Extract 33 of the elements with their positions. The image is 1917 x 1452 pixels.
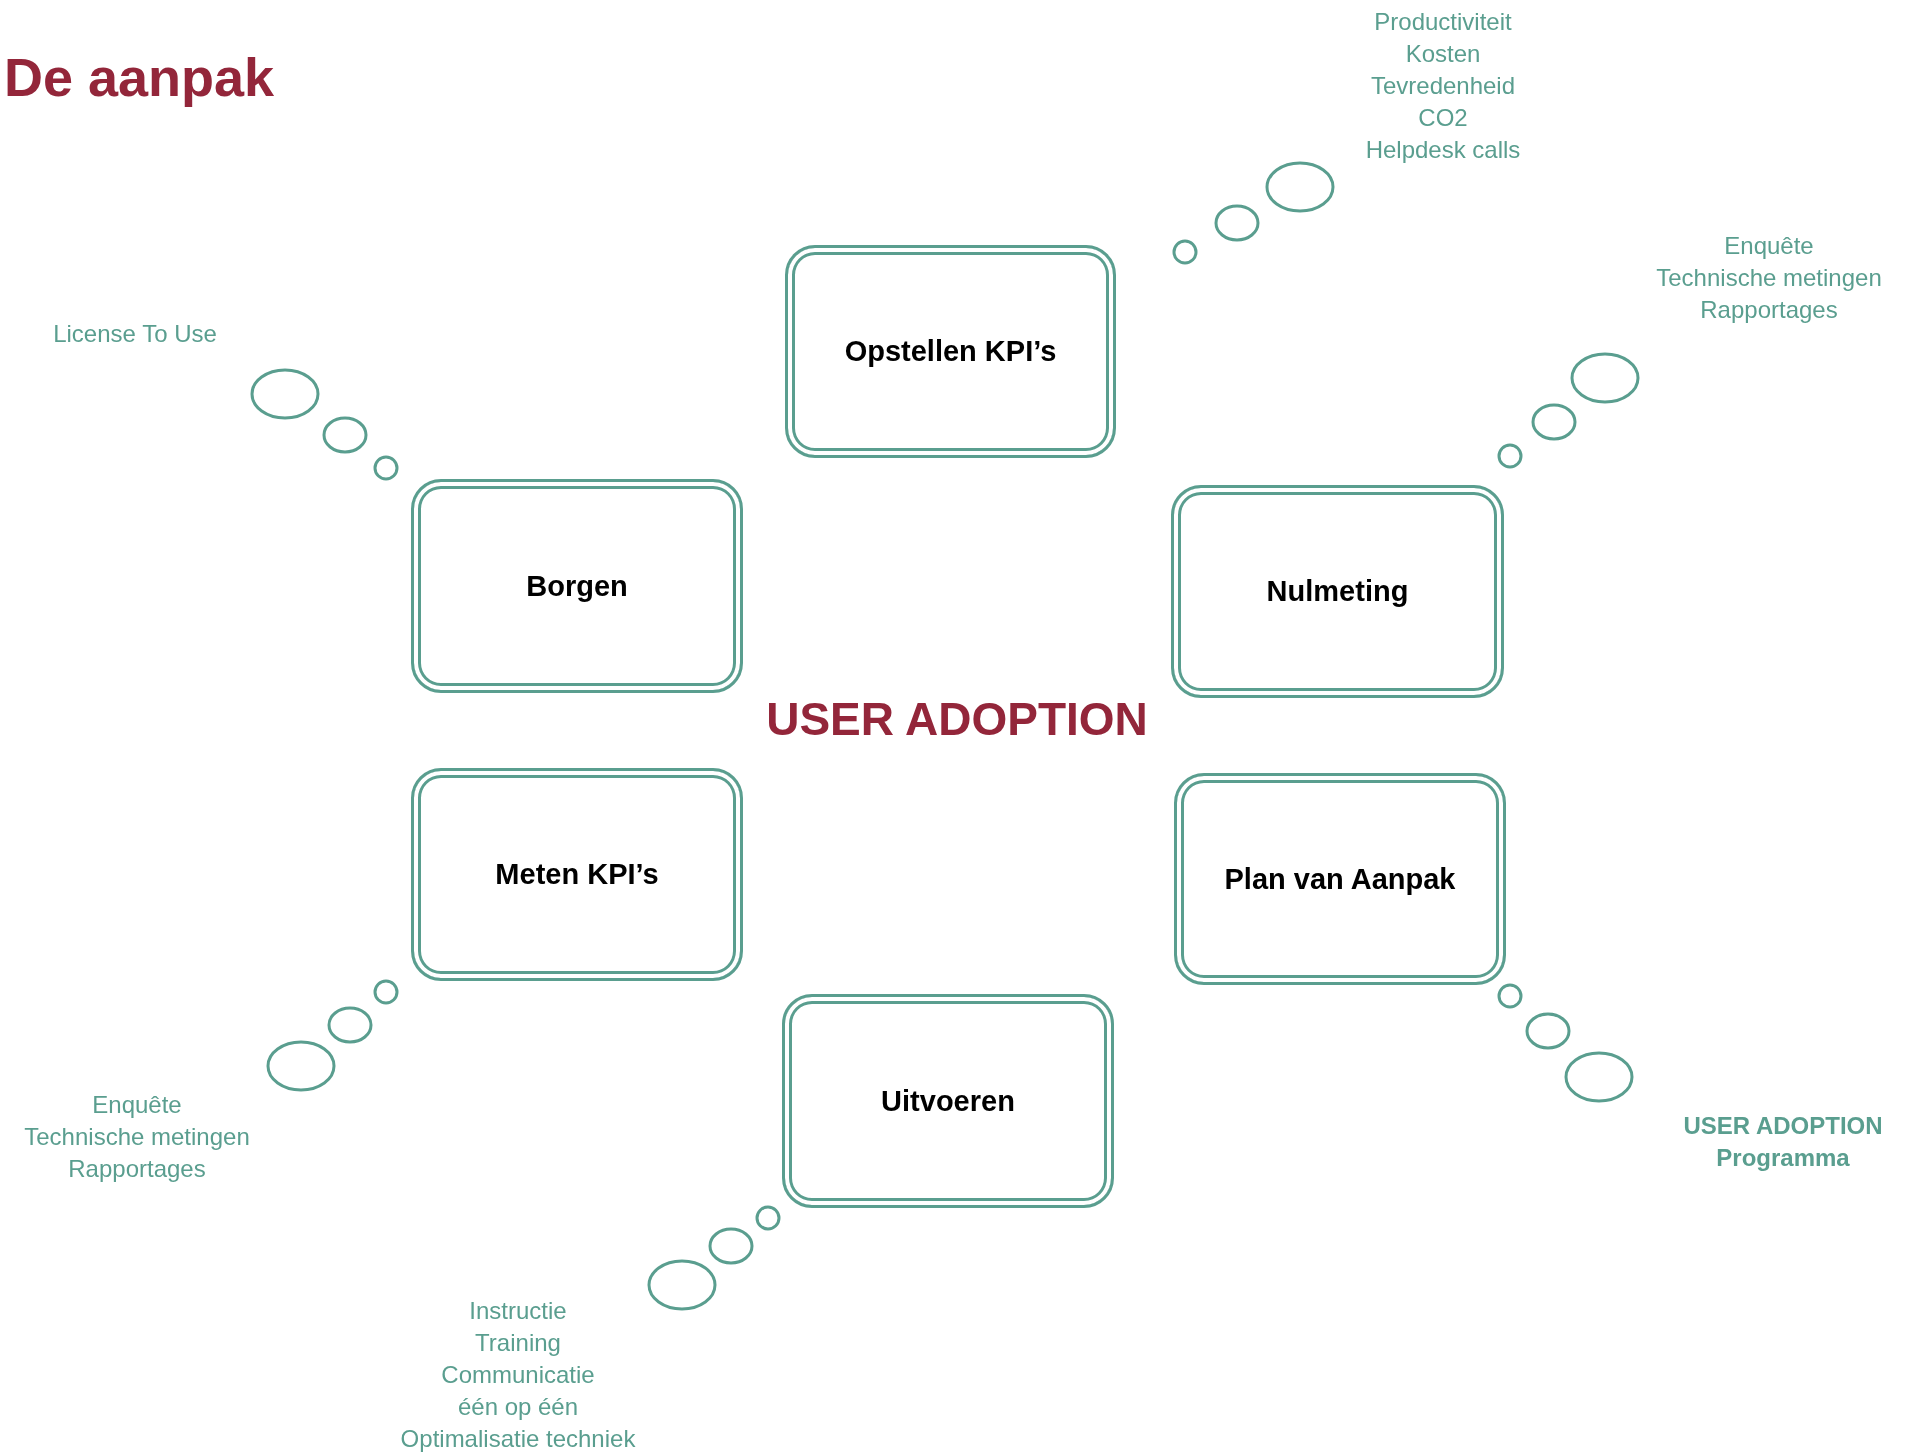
note-text: Productiviteit bbox=[1374, 7, 1512, 37]
process-box bbox=[411, 768, 743, 981]
note-text: Communicatie bbox=[441, 1360, 595, 1390]
note-text: Enquête bbox=[1724, 231, 1814, 261]
process-box bbox=[782, 994, 1114, 1208]
box-label: Plan van Aanpak bbox=[1224, 862, 1456, 896]
process-box bbox=[785, 245, 1116, 458]
note-text: USER ADOPTION bbox=[1683, 1111, 1883, 1141]
note-text: Instructie bbox=[469, 1296, 567, 1326]
note-text: Rapportages bbox=[1700, 295, 1838, 325]
note-text: Rapportages bbox=[68, 1154, 206, 1184]
center-heading: USER ADOPTION bbox=[766, 692, 1148, 746]
note-text: Technische metingen bbox=[24, 1122, 250, 1152]
note-text: Programma bbox=[1716, 1143, 1850, 1173]
note-text: Optimalisatie techniek bbox=[400, 1424, 636, 1452]
process-box bbox=[411, 479, 743, 693]
note-text: License To Use bbox=[53, 319, 217, 349]
note-text: Technische metingen bbox=[1656, 263, 1882, 293]
process-box bbox=[1174, 773, 1506, 985]
box-label: Uitvoeren bbox=[881, 1084, 1015, 1118]
box-label: Borgen bbox=[526, 569, 628, 603]
note-text: Training bbox=[475, 1328, 561, 1358]
note-text: één op één bbox=[457, 1392, 579, 1422]
box-label: Opstellen KPI’s bbox=[844, 335, 1057, 368]
box-label: Meten KPI’s bbox=[495, 858, 659, 891]
note-text: Tevredenheid bbox=[1370, 71, 1516, 101]
note-text: CO2 bbox=[1418, 103, 1468, 133]
process-box bbox=[1171, 485, 1504, 698]
box-label: Nulmeting bbox=[1266, 575, 1409, 608]
note-text: Helpdesk calls bbox=[1365, 135, 1521, 165]
note-text: Kosten bbox=[1405, 39, 1481, 69]
note-text: Enquête bbox=[92, 1090, 182, 1120]
title: De aanpak bbox=[4, 46, 275, 108]
